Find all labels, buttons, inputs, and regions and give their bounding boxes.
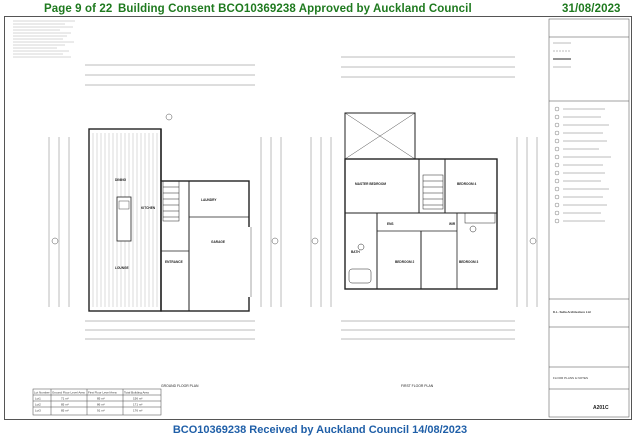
- floor-plan-drawing: DINING KITCHEN LOUNGE ENTRANCE GARAGE LA…: [13, 18, 630, 418]
- area-table-header: First Floor Level Area: [88, 391, 117, 395]
- room-label-bedroom-4: BEDROOM 4: [457, 182, 477, 186]
- area-table-cell: 156 m²: [133, 397, 142, 401]
- first-floor-caption: FIRST FLOOR PLAN: [401, 384, 434, 388]
- room-label-ensuite: ENS: [387, 222, 394, 226]
- area-table-header: Total Building Area: [124, 391, 149, 395]
- general-notes-block: [13, 20, 75, 58]
- legend-panel: [548, 18, 630, 418]
- ground-floor-plan: [48, 64, 282, 340]
- sheet-number: A201C: [593, 405, 609, 411]
- consent-status: Building Consent BCO10369238 Approved by…: [118, 3, 472, 15]
- area-table-cell: 171 m²: [133, 403, 142, 407]
- area-table-cell: 85 m²: [61, 409, 69, 413]
- consent-date: 31/08/2023: [562, 3, 621, 15]
- area-table-cell: 176 m²: [133, 409, 142, 413]
- area-table-cell: Lot3: [35, 409, 41, 413]
- room-label-laundry: LAUNDRY: [201, 198, 217, 202]
- sheet-title: FLOOR PLANS & NOTES: [553, 376, 588, 380]
- area-table-header: Lot Number: [34, 391, 50, 395]
- page-indicator: Page 9 of 22: [44, 3, 113, 15]
- drawing-sheet: DINING KITCHEN LOUNGE ENTRANCE GARAGE LA…: [4, 16, 632, 420]
- room-label-bath: BATH: [351, 250, 360, 254]
- legend-symbols: [553, 42, 611, 224]
- company-name: K.L. Sulla Architecture Ltd: [553, 310, 591, 314]
- area-table-cell: 71 m²: [61, 397, 69, 401]
- area-table: Lot Number Ground Floor Level Area First…: [34, 391, 149, 413]
- room-label-lounge: LOUNGE: [115, 266, 129, 270]
- area-table-grid: [32, 388, 162, 416]
- area-table-cell: 86 m²: [97, 403, 105, 407]
- room-label-dining: DINING: [115, 178, 127, 182]
- room-label-entrance: ENTRANCE: [165, 260, 183, 264]
- area-table-cell: Lot1: [35, 397, 41, 401]
- room-label-kitchen: KITCHEN: [141, 206, 156, 210]
- room-label-master-bedroom: MASTER BEDROOM: [355, 182, 386, 186]
- consent-header: Page 9 of 22 Building Consent BCO1036923…: [0, 0, 640, 20]
- room-label-bedroom-2: BEDROOM 2: [395, 260, 415, 264]
- ground-floor-caption: GROUND FLOOR PLAN: [161, 384, 199, 388]
- area-table-cell: 85 m²: [97, 397, 105, 401]
- room-label-wir: WIR: [449, 222, 456, 226]
- area-table-cell: 85 m²: [61, 403, 69, 407]
- first-floor-plan: [310, 56, 538, 340]
- area-table-header: Ground Floor Level Area: [52, 391, 85, 395]
- area-table-cell: Lot2: [35, 403, 41, 407]
- room-label-garage: GARAGE: [211, 240, 225, 244]
- room-label-bedroom-3: BEDROOM 3: [459, 260, 479, 264]
- received-footer: BCO10369238 Received by Auckland Council…: [172, 424, 468, 436]
- area-table-cell: 91 m²: [97, 409, 105, 413]
